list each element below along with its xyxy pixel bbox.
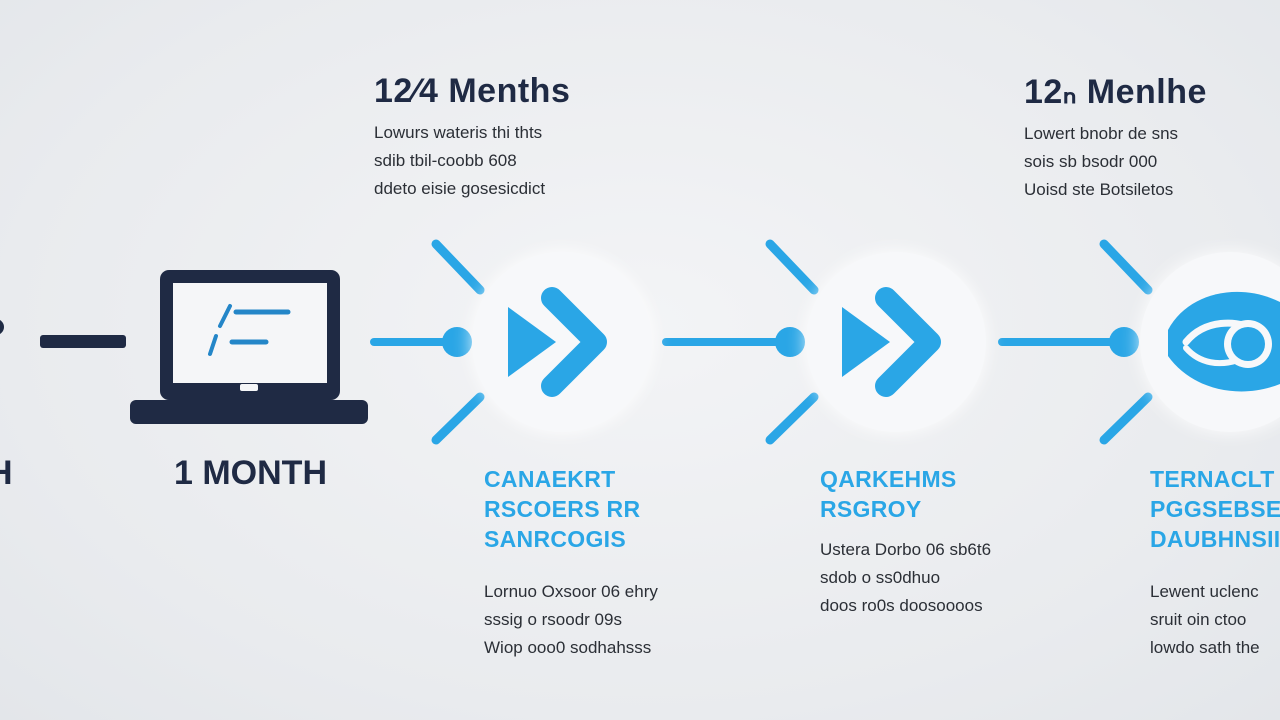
step-3-line-3: lowdo sath the <box>1150 638 1260 657</box>
burst-stroke-2a <box>765 239 819 295</box>
step-1-heading-3: SANRCOGIS <box>484 526 626 552</box>
step-2-heading-2: RSGROY <box>820 496 922 522</box>
step-2-line-1: Ustera Dorbo 06 sb6t6 <box>820 540 992 559</box>
step-3-heading-3: DAUBHNSIIS <box>1150 526 1280 552</box>
start-month-label: 1 MONTH <box>174 454 327 492</box>
milestone-1-line-2: sdib tbil-coobb 608 <box>374 151 517 170</box>
left-dash-connector <box>40 335 126 348</box>
connector-node-3 <box>1109 327 1139 357</box>
milestone-2: 12ₙ Menlhe Lowert bnobr de sns sois sb b… <box>1024 72 1207 204</box>
milestone-1: 12⁄4 Menths Lowurs wateris thi thts sdib… <box>374 72 570 203</box>
step-3-caption: TERNACLT PGGSEBSES DAUBHNSIIS Lewent ucl… <box>1150 464 1280 662</box>
burst-stroke-3b <box>1099 392 1153 445</box>
step-1-line-2: sssig o rsoodr 09s <box>484 610 622 629</box>
fast-forward-icon <box>842 287 941 397</box>
burst-stroke-1a <box>431 239 485 295</box>
step-1-caption: CANAEKRT RSCOERS RR SANRCOGIS Lornuo Oxs… <box>484 464 658 662</box>
step-3-circle <box>1140 252 1280 432</box>
step-1-heading-2: RSCOERS RR <box>484 496 641 522</box>
step-3-heading-2: PGGSEBSES <box>1150 496 1280 522</box>
connector-node-2 <box>775 327 805 357</box>
milestone-2-line-3: Uoisd ste Botsiletos <box>1024 180 1174 199</box>
milestone-1-title: 12⁄4 Menths <box>374 72 571 110</box>
step-3-line-1: Lewent uclenc <box>1150 582 1259 601</box>
eye-icon <box>1168 291 1280 392</box>
step-2-line-3: doos ro0s doosoooos <box>820 596 983 615</box>
step-1-line-3: Wiop ooo0 sodhahsss <box>484 638 652 657</box>
step-1-line-1: Lornuo Oxsoor 06 ehry <box>484 582 658 601</box>
milestone-1-line-3: ddeto eisie gosesicdict <box>374 179 546 198</box>
burst-stroke-1b <box>431 392 485 445</box>
step-3-line-2: sruit oin ctoo <box>1150 610 1247 629</box>
milestone-2-title: 12ₙ Menlhe <box>1024 73 1207 111</box>
step-3-heading-1: TERNACLT <box>1150 466 1275 492</box>
connector-node-1 <box>442 327 472 357</box>
left-edge-dot <box>0 320 4 334</box>
milestone-2-line-1: Lowert bnobr de sns <box>1024 124 1179 143</box>
step-1-heading-1: CANAEKRT <box>484 466 616 492</box>
burst-stroke-2b <box>765 392 819 445</box>
step-1-circle <box>472 252 652 432</box>
laptop-icon <box>128 268 370 430</box>
milestone-2-line-2: sois sb bsodr 000 <box>1024 152 1158 171</box>
step-2-heading-1: QARKEHMS <box>820 466 957 492</box>
burst-stroke-3a <box>1099 239 1153 295</box>
milestone-1-line-1: Lowurs wateris thi thts <box>374 123 543 142</box>
step-2-line-2: sdob o ss0dhuo <box>820 568 941 587</box>
fast-forward-icon <box>508 287 607 397</box>
left-edge-label: H <box>0 454 13 492</box>
step-2-caption: QARKEHMS RSGROY Ustera Dorbo 06 sb6t6 sd… <box>820 464 991 620</box>
step-2-circle <box>806 252 986 432</box>
